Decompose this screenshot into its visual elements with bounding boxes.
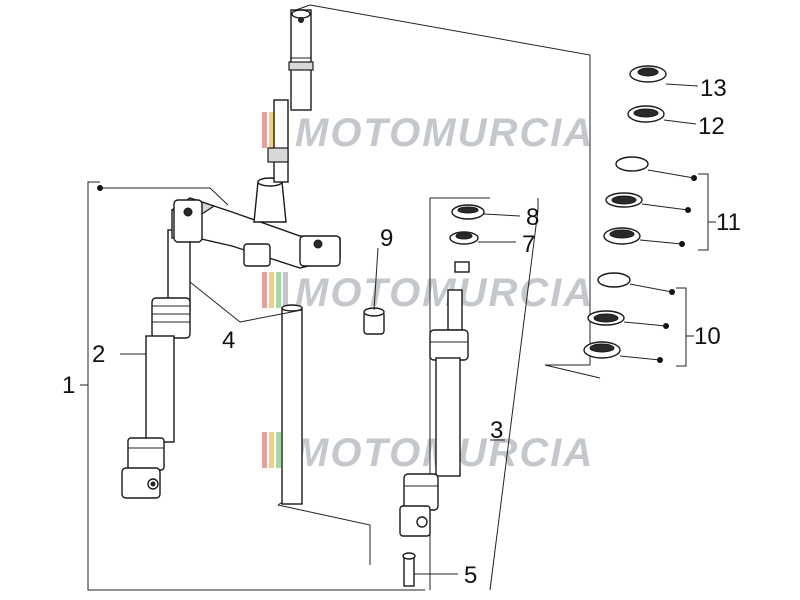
callout-1: 1: [62, 372, 75, 399]
fork-leg-right: [281, 304, 303, 505]
watermark-top: MOTOMURCIA: [262, 111, 594, 155]
callout-5: 5: [464, 562, 477, 589]
ring-7: [449, 231, 516, 245]
callout-10: 10: [694, 323, 721, 350]
bracket-1: [80, 181, 425, 591]
callout-7: 7: [522, 231, 535, 258]
fork-leg-left: [121, 229, 191, 499]
bearing-stack: [583, 65, 716, 367]
watermark-text: MOTOMURCIA: [295, 111, 594, 155]
callout-8: 8: [526, 204, 539, 231]
nut-9: [363, 247, 385, 335]
ring-8: [451, 204, 521, 220]
steering-tube: [288, 9, 314, 111]
callout-3: 3: [490, 417, 503, 444]
bolt-5: [402, 552, 458, 587]
callout-2: 2: [92, 341, 105, 368]
callout-12: 12: [698, 113, 725, 140]
callout-11: 11: [716, 209, 741, 236]
callout-4: 4: [222, 327, 235, 354]
watermark-text: MOTOMURCIA: [295, 271, 594, 315]
shock-absorber: [399, 261, 470, 537]
callout-9: 9: [380, 225, 393, 252]
watermark-middle: MOTOMURCIA: [262, 271, 594, 315]
leader-4: [189, 281, 303, 323]
watermark-bottom: MOTOMURCIA: [262, 431, 592, 475]
callout-13: 13: [700, 75, 727, 102]
steering-crown: [170, 99, 341, 269]
